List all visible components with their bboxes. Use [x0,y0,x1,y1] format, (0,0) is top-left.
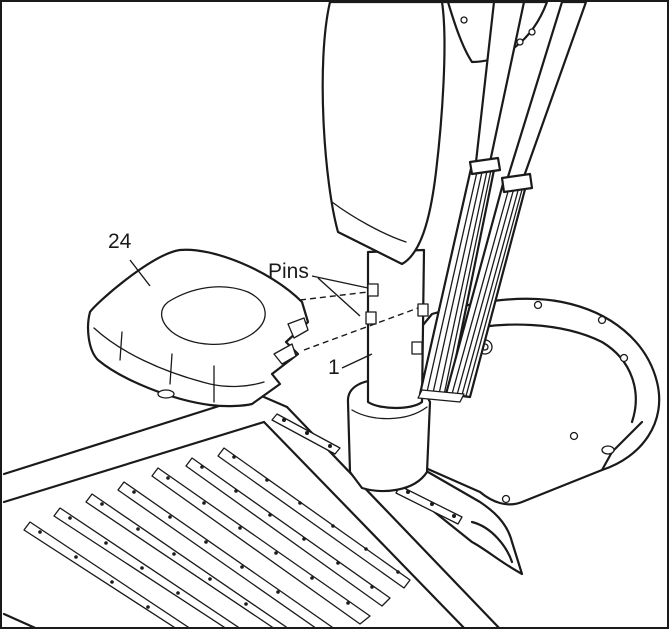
assembly-guides [299,291,419,351]
deck-slats [23,413,463,627]
part-1-label: 1 [328,356,340,379]
slat-rivets [38,455,400,609]
pins-label: Pins [268,260,309,283]
callout-leaders [129,259,373,369]
part-24-cover [87,248,310,408]
upright-post [321,2,446,493]
handle-arms [417,2,588,403]
part-24-label: 24 [108,230,132,253]
